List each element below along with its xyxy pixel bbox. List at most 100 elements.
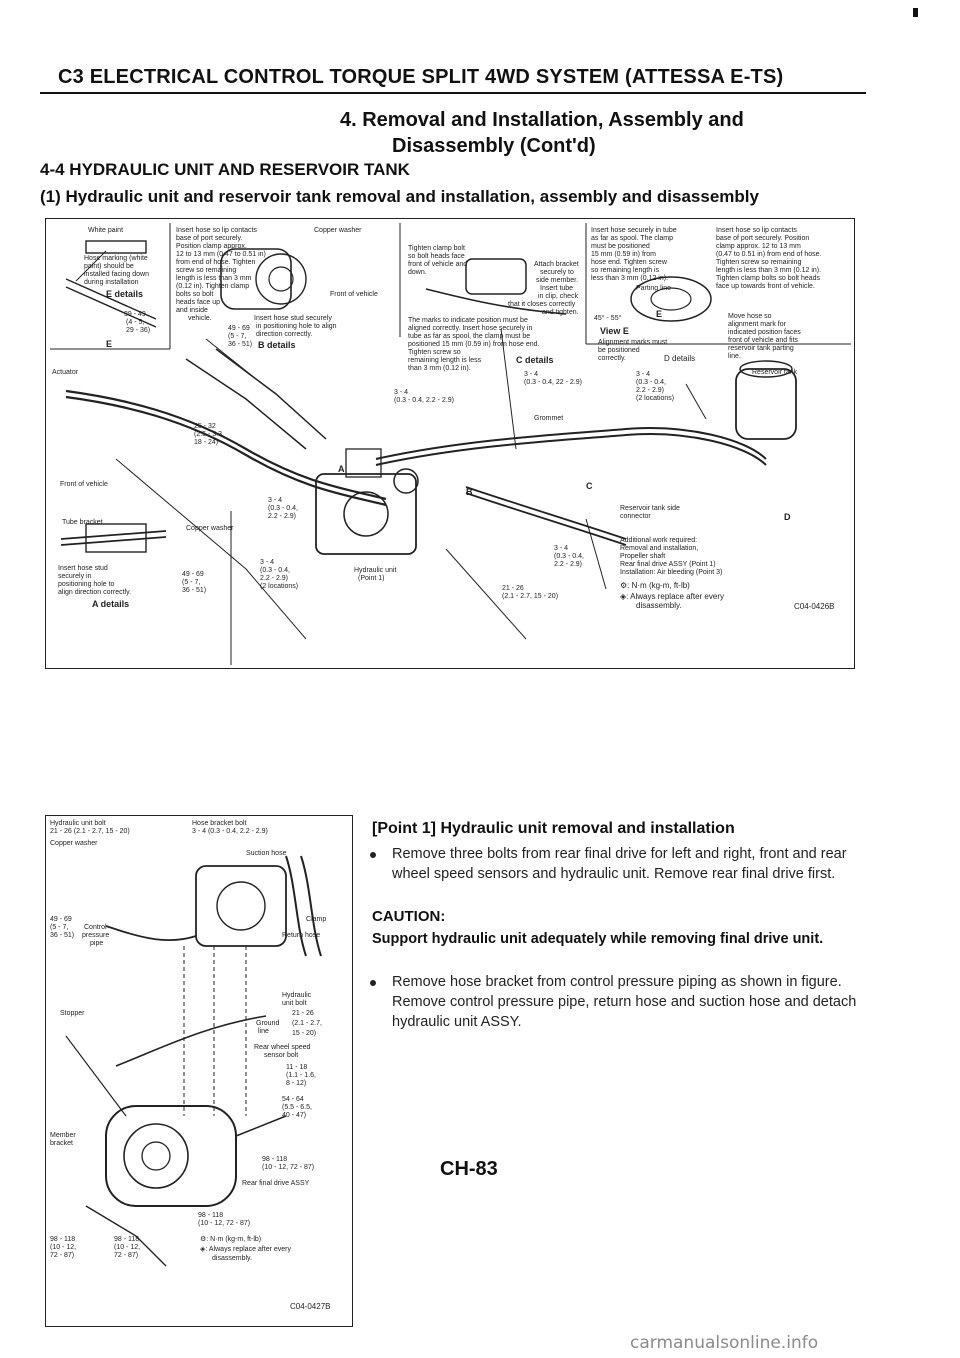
label-reservoir-conn-1: Reservoir tank side [620,505,680,512]
label-hyd-unit-bolt-1: Hydraulic [282,992,312,999]
label-installed-facing: installed facing down [84,271,149,278]
label-return-hose: Return hose [282,932,321,939]
label-additional-4: Rear final drive ASSY (Point 1) [620,561,716,568]
label-torque-f2: (2.5 - 3.3, [194,431,224,438]
header-rule [40,92,866,94]
label-insert-hose-lip-8: (0.12 in). Tighten clamp [176,283,250,290]
label-torque-f3: 18 - 24) [194,439,219,446]
legend-replace-2: disassembly. [636,601,682,610]
label-torque-a1: 39 - 49 [124,311,146,318]
legend-nm-text: : N·m (kg-m, ft-lb) [627,581,690,590]
label-torque-j2: (0.3 - 0.4, [554,553,584,560]
label-parting-line: Parting line [636,285,672,292]
label-actuator: Actuator [52,369,79,376]
label-insert-stud-2: securely in [58,573,92,580]
label-insert-stud-4: align direction correctly. [58,589,132,596]
label-ground-line-1: Ground [256,1020,280,1027]
label-suction-hose: Suction hose [246,850,287,857]
label-insert-hose-lip-1: Insert hose so lip contacts [176,227,257,234]
label-control: Control [84,924,107,931]
label-copper-washer-2: Copper washer [186,525,234,532]
label-attach-bracket-1: Attach bracket [534,261,579,268]
label-m-torque-3: 40 - 47) [282,1112,307,1119]
label-move-hose-5: reservoir tank parting [728,345,794,352]
label-torque-a3: 29 - 36) [126,327,151,334]
label-insert-port-4: (0.47 to 0.51 in) from end of hose. [716,251,822,258]
label-marks-3: tube as far as spool, the clamp must be [408,333,531,340]
legend-replace: ◈: Always replace after every [620,592,724,602]
legend-nm-text-f2: : N·m (kg-m, ft-lb) [206,1236,262,1243]
replace-part-icon: ◈ [620,592,627,601]
figure1-code: C04-0426B [794,602,835,611]
label-rw-torque-2: (1.1 - 1.6, [286,1072,316,1079]
label-marks-2: aligned correctly. Insert hose securely … [408,325,533,332]
label-insert-port-1: Insert hose so lip contacts [716,227,797,234]
label-insert-secure-4: 15 mm (0.59 in) from [591,251,656,258]
label-rear-wheel-2: sensor bolt [264,1052,299,1059]
label-letter-c: C [586,481,593,491]
label-b-details: B details [258,340,296,350]
label-hydraulic-unit: Hydraulic unit [354,567,397,574]
legend-torque-units: ⚙: N·m (kg-m, ft-lb) [620,581,690,591]
label-torque-g1: 49 - 69 [182,571,204,578]
label-insert-port-5: Tighten screw so remaining [716,259,802,266]
label-hyd-bolt: Hydraulic unit bolt [50,820,106,827]
legend-replace-f2: ◈: Always replace after every [200,1246,291,1255]
label-view-e: View E [600,326,629,336]
point1-bullet-2-text: Remove hose bracket from control pressur… [392,974,857,1030]
label-insert-hose-lip-10: heads face up [176,299,220,306]
label-move-hose-1: Move hose so [728,313,772,320]
label-torque-c1: 3 - 4 [524,371,539,378]
label-insert-port-7: Tighten clamp bolts so bolt heads [716,275,821,282]
label-a-details: A details [92,599,130,609]
label-hose-bracket-torque: 3 - 4 (0.3 - 0.4, 2.2 - 2.9) [192,828,268,835]
label-d-details: D details [664,354,696,363]
label-marks-6: remaining length is less [408,357,482,364]
figure2-code: C04-0427B [290,1302,331,1311]
caution-text: Support hydraulic unit adequately while … [372,931,824,947]
label-torque-e2: (0.3 - 0.4, 2.2 - 2.9) [394,397,454,404]
label-insert-port-3: clamp approx. 12 to 13 mm [716,243,801,250]
label-torque-g2: (5 - 7, [182,579,201,586]
label-member-bracket-2: bracket [50,1140,73,1147]
label-tighten-clamp-3: front of vehicle and [408,261,468,268]
label-torque-b1: 49 - 69 [228,325,250,332]
label-torque-e1: 3 - 4 [394,389,409,396]
label-reservoir-tank: Reservoir tank [752,369,798,376]
label-insert-port-8: face up towards front of vehicle. [716,283,815,290]
label-lb-torque-3: 72 - 87) [50,1252,75,1259]
label-insert-secure-3: must be positioned [591,243,650,250]
label-insert-hose-stud-1: Insert hose stud securely [254,315,332,322]
label-stopper: Stopper [60,1010,85,1017]
label-letter-e: E [106,339,113,349]
label-mb-torque-3: 72 - 87) [114,1252,139,1259]
label-during-install: during installation [84,279,139,286]
label-marks-5: Tighten screw so [408,349,461,356]
label-mb-torque-1: 98 - 118 [114,1236,140,1243]
section-title: 4. Removal and Installation, Assembly an… [340,107,900,159]
rear-final-drive-body [105,1105,237,1207]
label-attach-bracket-2: securely to [540,269,574,276]
label-insert-hose-stud-2: in positioning hole to align [256,323,337,330]
bullet-dot [370,852,376,858]
label-tighten-clamp-2: so bolt heads face [408,253,465,260]
label-angle: 45° - 55° [594,315,622,322]
label-insert-secure-2: as far as spool. The clamp [591,235,673,242]
replace-part-icon: ◈ [200,1246,206,1253]
point1-bullet-1: Remove three bolts from rear final drive… [370,844,872,884]
label-hyd-unit-t1: 21 - 26 [292,1010,314,1017]
label-insert-hose-lip-7: length is less than 3 mm [176,275,252,282]
label-torque-k1: 21 - 26 [502,585,524,592]
legend-torque-units-f2: ⚙: N·m (kg-m, ft-lb) [200,1236,261,1245]
label-front-vehicle-2: Front of vehicle [60,481,108,488]
label-rw-torque-1: 11 - 18 [286,1064,308,1071]
label-hyd-unit-t3: 15 - 20) [292,1030,317,1037]
figure1-drawing [50,223,851,665]
label-torque-d2: (0.3 - 0.4, [636,379,666,386]
label-alignment-2: be positioned [598,347,640,354]
label-grommet: Grommet [534,415,564,422]
label-m-torque-2: (5.5 - 6.5, [282,1104,312,1111]
figure2-drawing [65,855,322,1267]
label-torque-d3: 2.2 - 2.9) [636,387,665,394]
wrench-icon: ⚙ [620,581,628,590]
